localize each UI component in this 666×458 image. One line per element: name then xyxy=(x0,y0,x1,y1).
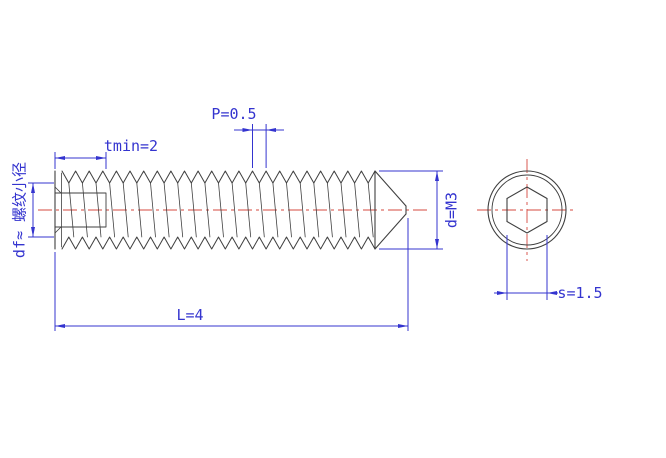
socket-width-label: s=1.5 xyxy=(557,284,602,302)
socket-mouth-chamfer-bottom xyxy=(54,226,62,234)
hex-socket-outline xyxy=(506,186,548,234)
minor-diameter-label: df≈ 螺纹小径 xyxy=(11,162,29,258)
dim-minor-diameter xyxy=(28,182,54,238)
thread-flank-line xyxy=(231,182,238,238)
thread-flank-line xyxy=(204,182,211,238)
cone-point-bottom-edge xyxy=(374,213,407,250)
centerlines xyxy=(38,159,577,261)
thread-crest-bottom xyxy=(61,236,376,250)
thread-flank-line xyxy=(218,182,224,238)
thread-flank-line xyxy=(326,182,333,238)
thread-spec-label: d=M3 xyxy=(443,192,461,228)
thread-flank-line xyxy=(367,182,374,238)
socket-mouth-chamfer-top xyxy=(54,186,62,194)
thread-flank-line xyxy=(340,182,347,238)
dim-socket-width xyxy=(494,235,558,300)
tmin-label: tmin=2 xyxy=(104,137,158,155)
dimension-labels: tmin=2 P=0.5 d=M3 L=4 df≈ 螺纹小径 s=1.5 xyxy=(11,105,603,324)
dimension-lines xyxy=(28,124,558,331)
thread-flank-line xyxy=(272,182,279,238)
thread-flank-line xyxy=(190,182,197,238)
thread-profile xyxy=(61,170,376,250)
thread-flank-line xyxy=(245,182,252,238)
thread-flank-line xyxy=(258,182,265,238)
pitch-label: P=0.5 xyxy=(211,105,256,123)
thread-flank-line xyxy=(299,182,306,238)
thread-flank-line xyxy=(286,182,292,238)
length-label: L=4 xyxy=(176,306,203,324)
dim-tmin xyxy=(54,152,107,169)
side-view-geometry xyxy=(54,170,407,250)
hex-socket-bore xyxy=(54,192,107,228)
cone-point-top-edge xyxy=(374,170,407,207)
thread-flank-line xyxy=(68,182,75,238)
thread-flank-line xyxy=(150,182,156,238)
thread-flank-line xyxy=(163,182,170,238)
thread-flank-line xyxy=(122,182,129,238)
thread-flank-line xyxy=(109,182,115,238)
outer-diameter-circle xyxy=(487,170,567,250)
thread-flank-line xyxy=(177,182,184,238)
thread-flank-line xyxy=(95,182,102,238)
thread-crest-top xyxy=(61,170,376,184)
thread-flank-line xyxy=(313,182,320,238)
dim-thread-spec xyxy=(379,170,443,250)
thread-flank-line xyxy=(82,182,88,238)
thread-flank-line xyxy=(136,182,143,238)
dim-pitch xyxy=(234,124,284,168)
dim-length xyxy=(54,218,409,331)
thread-flank-line xyxy=(354,182,361,238)
end-view-geometry xyxy=(487,170,567,250)
chamfer-circle xyxy=(491,174,563,246)
